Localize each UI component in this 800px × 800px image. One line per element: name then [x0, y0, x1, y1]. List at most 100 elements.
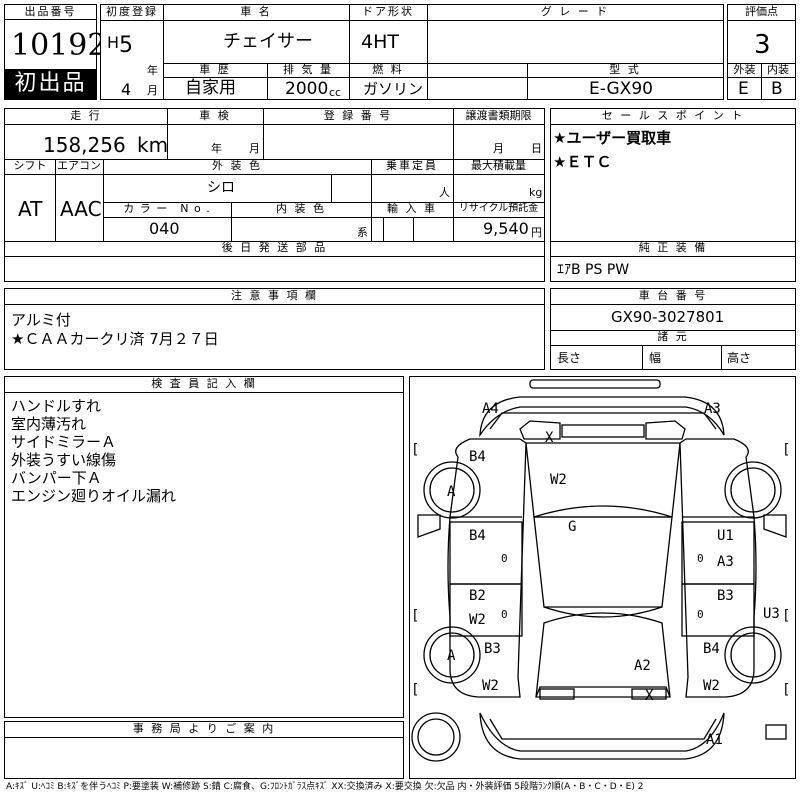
chassis-label: 車 台 番 号	[638, 289, 708, 302]
first-listing-text: 初出品	[14, 71, 87, 96]
interior-color-label: 内 装 色	[276, 202, 326, 215]
damage-left-front-door: B4	[469, 528, 486, 544]
exterior-color-label: 外 装 色	[212, 159, 262, 172]
right-side-outline	[679, 438, 757, 698]
transfer-doc-label: 譲渡書類期限	[465, 109, 532, 122]
damage-right-rear-lower: W2	[703, 678, 720, 694]
sales-point-2: ★ＥＴＣ	[553, 153, 612, 171]
door-type: 4HT	[361, 31, 399, 53]
max-load-label: 最大積載量	[471, 159, 526, 172]
displacement-value: 2000	[285, 79, 329, 99]
inspection-label: 車 検	[199, 109, 231, 122]
lot-number-box: 出品番号 10192 初出品	[4, 4, 106, 100]
damage-left-rear-wheel: A	[447, 648, 456, 664]
first-listing-badge: 初出品	[5, 69, 96, 99]
front-bumper-strip	[529, 379, 661, 389]
chassis-box: 車 台 番 号 GX90-3027801 諸 元 長さ 幅 高さ	[550, 288, 796, 370]
width-label: 幅	[649, 351, 662, 365]
displacement-unit: cc	[329, 86, 342, 99]
year-unit: 年	[147, 64, 158, 77]
caution-line-2: ★ＣＡＡカークリ済 7月２７日	[11, 330, 219, 348]
dimensions-label: 諸 元	[657, 330, 689, 343]
legend-text: A:ｷｽﾞ U:ﾍｺﾐ B:ｷｽﾞを伴うﾍｺﾐ P:要塗装 W:補修跡 S:錆 …	[6, 782, 644, 792]
ac-label: エアコン	[57, 159, 101, 172]
damage-left-rear-lower: W2	[482, 678, 499, 694]
recycle-label: リサイクル預託金	[458, 203, 539, 214]
registration-label: 登 録 番 号	[323, 109, 393, 122]
later-parts-label: 後 日 発 送 部 品	[221, 241, 328, 254]
caution-label: 注 意 事 項 欄	[231, 289, 318, 302]
spare-tire-outer	[411, 712, 461, 762]
car-diagram-box: A4 A3 X W2 G B4 A B4 0 B2 W2 0 B3 A W2 U…	[409, 376, 796, 779]
damage-left-front-wheel: A	[447, 484, 456, 500]
lot-number: 10192	[11, 28, 107, 63]
color-number-label: カ ラ ー N o .	[123, 202, 211, 215]
mileage-unit: km	[137, 133, 169, 157]
inspection-month-unit: 月	[249, 142, 260, 155]
left-front-wheel-outer	[423, 461, 481, 519]
right-rear-wheel-outer	[724, 626, 782, 684]
right-front-wheel-outer	[724, 461, 782, 519]
history-label: 車 歴	[199, 63, 231, 76]
history-value: 自家用	[185, 78, 236, 98]
bracket-right-2: [	[782, 608, 791, 624]
ac-value: AAC	[60, 197, 102, 221]
shift-value: AT	[18, 197, 43, 221]
car-name: チェイサー	[223, 31, 313, 52]
inspector-line-4: 外装うすい線傷	[11, 451, 117, 469]
first-reg-month: 4	[121, 80, 132, 99]
damage-trunk: A2	[634, 658, 651, 674]
equipment-value: ｴｱB PS PW	[557, 262, 630, 278]
damage-front-glass-mark: X	[545, 430, 554, 446]
model-value: E-GX90	[589, 79, 653, 99]
inspector-label: 検 査 員 記 入 欄	[151, 377, 257, 390]
exterior-color-value: シロ	[207, 180, 235, 196]
chassis-number: GX90-3027801	[611, 308, 725, 326]
damage-front-bumper-left: A4	[482, 401, 499, 417]
sales-point-label: セ ー ル ス ポ イ ン ト	[601, 109, 745, 122]
damage-right-side-u3: U3	[763, 606, 780, 622]
inspector-line-6: エンジン廻りオイル漏れ	[11, 487, 177, 505]
model-label: 型 式	[609, 63, 641, 76]
bracket-left-1: [	[411, 442, 420, 458]
era-letter: H	[107, 33, 120, 52]
score-label: 評価点	[745, 5, 778, 18]
damage-rear-bumper: A1	[706, 732, 723, 748]
interior-color-unit: 系	[357, 226, 368, 239]
trunk-outline	[535, 612, 671, 698]
recycle-unit: 円	[531, 226, 542, 239]
damage-left-rear-door-a: B2	[469, 588, 486, 604]
sales-point-1: ★ユーザー買取車	[553, 129, 672, 147]
first-reg-year: 5	[119, 33, 133, 58]
roof-outline	[533, 516, 673, 608]
month-unit: 月	[147, 84, 158, 97]
lot-number-label: 出品番号	[5, 5, 96, 20]
car-diagram-svg	[411, 379, 787, 762]
damage-roof: G	[568, 519, 577, 535]
damage-left-front-fender: B4	[469, 449, 486, 465]
import-label: 輸 入 車	[387, 202, 437, 215]
mileage-label: 走 行	[70, 109, 102, 122]
inspector-line-3: サイドミラーＡ	[11, 433, 117, 451]
car-name-label: 車 名	[240, 5, 272, 18]
inspector-line-5: バンパー下Ａ	[11, 469, 102, 487]
transfer-day-unit: 日	[531, 142, 542, 155]
mileage-value: 158,256	[43, 133, 126, 157]
score-value: 3	[754, 30, 771, 60]
grade-label: グ レ ー ド	[540, 5, 610, 18]
exterior-label: 外装	[733, 63, 756, 76]
header-grid: 初度登録 車 名 ドア形状 グ レ ー ド H 5 年 4 月 チェイサー 4H…	[100, 4, 724, 100]
max-load-unit: kg	[529, 186, 543, 199]
fuel-value: ガソリン	[363, 80, 424, 98]
damage-right-rear-door: B3	[717, 588, 734, 604]
damage-front-bumper-right: A3	[704, 401, 721, 417]
bracket-left-2: [	[411, 608, 420, 624]
damage-right-front-door-a: U1	[717, 528, 734, 544]
damage-left-rear-door-b: W2	[469, 612, 486, 628]
inspector-box: 検 査 員 記 入 欄 ハンドルすれ 室内薄汚れ サイドミラーＡ 外装うすい線傷…	[4, 376, 404, 718]
damage-right-front-door-small: 0	[697, 552, 704, 565]
shift-label: シフト	[13, 159, 47, 172]
damage-left-quarter: B3	[484, 641, 501, 657]
inspector-line-1: ハンドルすれ	[11, 397, 102, 415]
score-box: 評価点 3 外装 内装 E B	[727, 4, 796, 100]
